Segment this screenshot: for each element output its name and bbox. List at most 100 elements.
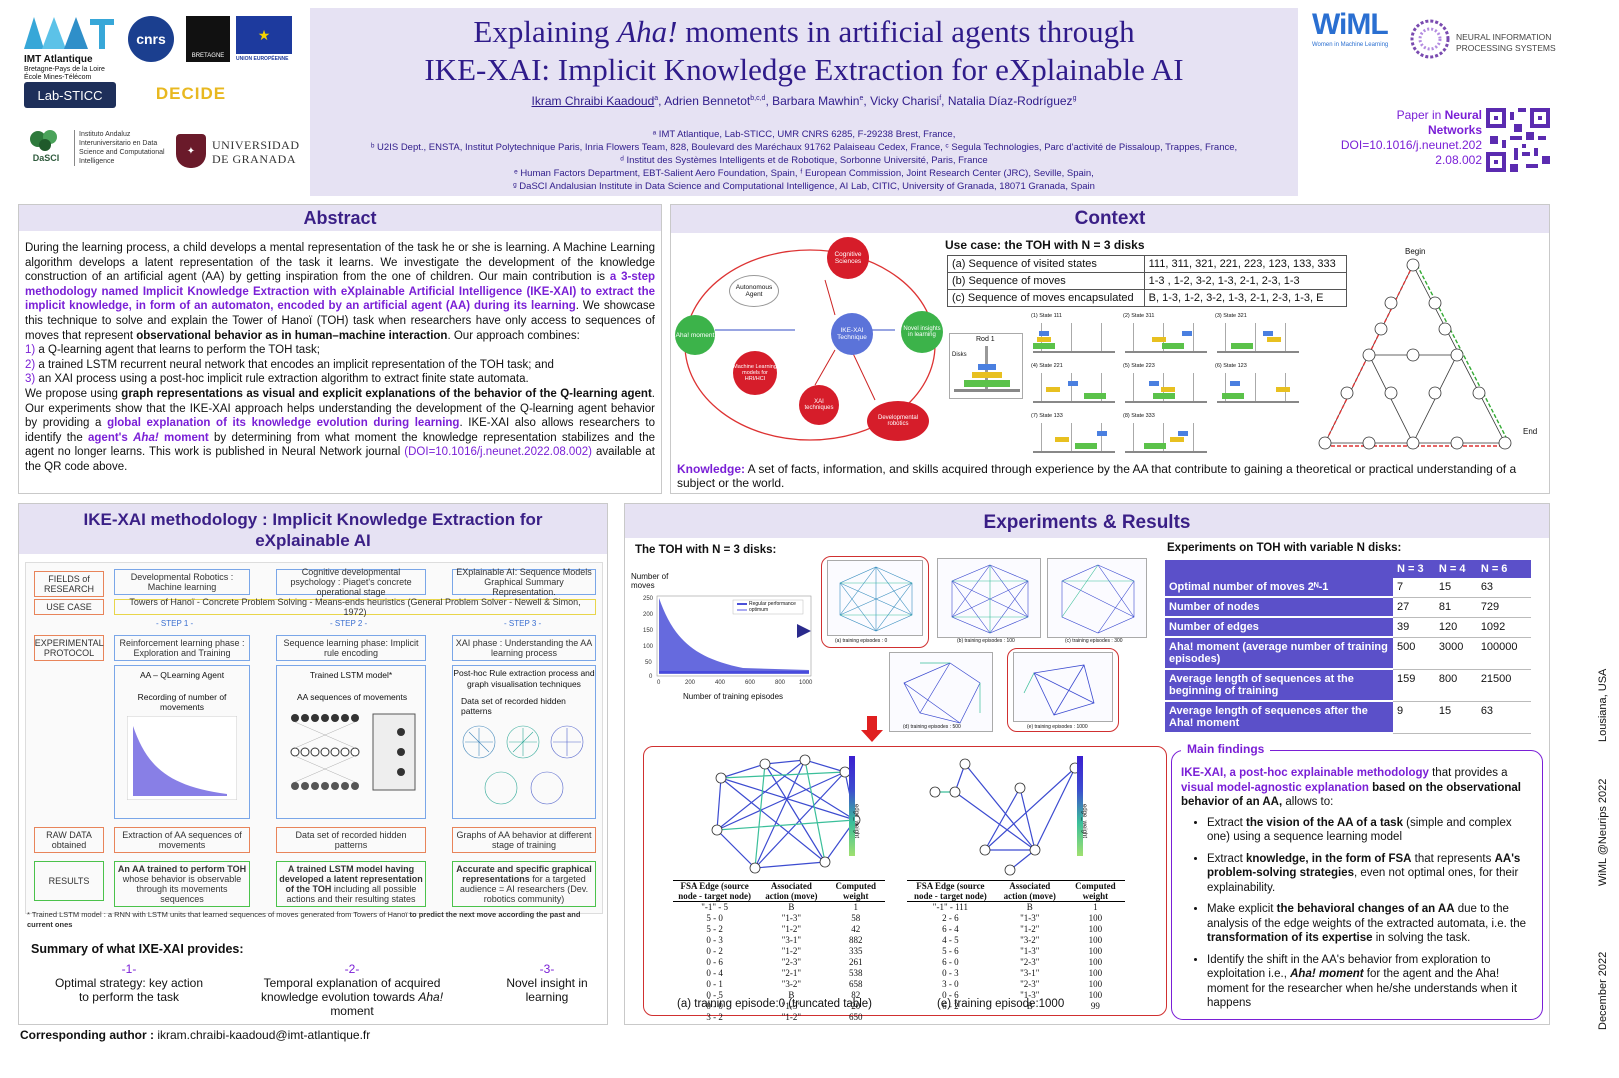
cnrs-label: cnrs [136,31,166,47]
raw-box: RAW DATA obtained [34,827,104,853]
table-cell: 9 [1393,701,1435,734]
col-header: FSA Edge (source node - target node) [673,880,757,902]
table-cell: 729 [1476,597,1531,618]
table-cell: 5 - 6 [942,946,959,956]
table-row: Average length of sequences after the Ah… [1165,701,1531,734]
abs-item-3-text: an XAI process using a post-hoc implicit… [35,373,529,386]
paper-ref-4[interactable]: 2.08.002 [1435,153,1482,167]
graph-node [1340,386,1354,400]
svg-text:0: 0 [657,680,661,686]
col-header: N = 6 [1476,560,1531,578]
mf-intro: IKE-XAI, a post-hoc explainable methodol… [1181,766,1533,810]
table-cell: 882 [849,935,863,945]
table-cell: B, 1-3, 1-2, 3-2, 1-3, 2-1, 2-3, 1-3, E [1143,289,1348,307]
field-2: Cognitive developmental psychology : Pia… [276,567,426,597]
toh-base [1033,451,1115,453]
footer-email[interactable]: ikram.chraibi-kaadoud@imt-atlantique.fr [157,1028,371,1042]
table-row: 0 - 3"3-1"882 [673,935,885,946]
toh-base [1033,401,1115,403]
table-row: 5 - 2"1-2"42 [673,924,885,935]
toh-disk [1037,337,1051,342]
author-2: Adrien Bennetot [664,94,751,108]
summary-1-text: Optimal strategy: key action to perform … [54,976,204,1004]
toh-disk [1046,387,1060,392]
thumb-b [937,558,1041,638]
qr-code-icon[interactable] [1486,108,1550,172]
phase-1: Reinforcement learning phase : Explorati… [114,635,250,661]
title-line1-post: moments in artificial agents through [677,14,1135,49]
mf-b3-b: the behavioral changes of an AA [1276,903,1455,915]
table-cell: 5 - 2 [706,924,723,934]
table-cell: 3000 [1434,637,1477,670]
table-row: 0 - 6"1-3"100 [907,990,1125,1001]
mf-bullets: Extract the vision of the AA of a task (… [1207,816,1533,1011]
toh-rod [1041,373,1042,401]
toh-disk [1222,393,1244,399]
row-label: Number of nodes [1165,597,1393,618]
abs-doi-link[interactable]: (DOI=10.1016/j.neunet.2022.08.002) [404,446,592,459]
raw-3: Graphs of AA behavior at different stage… [452,827,596,853]
graph-node [1428,296,1442,310]
node-xai: XAI techniques [799,385,839,425]
abs-p2-f2: moment [158,431,209,444]
fsa-graph-left [711,754,861,874]
toh-rod [1225,323,1226,351]
methodology-diagram: FIELDS of RESEARCH USE CASE EXPERIMENTAL… [25,562,603,914]
arrow-down-head [861,730,883,742]
disk-mid [972,372,1002,378]
abs-item-2: 2) a trained LSTM recurrent neural netwo… [25,358,655,373]
table-cell: "2-1" [781,968,802,978]
row-label: Aha! moment (average number of training … [1165,637,1393,670]
summary-1-num: -1- [121,962,137,976]
col-3-graphs [462,725,584,805]
node-cog: Cognitive Sciences [827,237,869,279]
paper-ref-3[interactable]: DOI=10.1016/j.neunet.202 [1340,138,1482,152]
summary-2: -2- Temporal explanation of acquired kno… [239,962,465,1018]
summary-2-text: Temporal explanation of acquired knowled… [239,976,465,1018]
affil-1: ᵃ IMT Atlantique, Lab-STICC, UMR CNRS 62… [652,129,956,140]
graph-node [1406,436,1420,450]
node-cog-label: Cognitive Sciences [834,251,862,265]
col-1: AA – QLearning Agent Recording of number… [114,665,250,819]
abs-p2-d: global explanation of its knowledge evol… [107,417,460,430]
methodology-footnote: * Trained LSTM model : a RNN with LSTM u… [27,910,605,930]
imt-sub2: École Mines-Télécom [24,74,92,81]
toh-base [1217,351,1299,353]
table-cell: "3-1" [781,935,802,945]
mf-b3-d: transformation of its expertise [1207,932,1373,944]
mf-b4-em: Aha! moment [1290,968,1364,980]
table-cell: 1 [853,902,859,912]
toh-rod [1255,373,1256,401]
neurips-label1: NEURAL INFORMATION [1456,32,1552,42]
table-row: 0 - 4"2-1"538 [673,968,885,979]
table-cell: "-1" - 111 [932,902,968,912]
res-3: Accurate and specific graphical represen… [452,861,596,907]
abs-p2-e: . IKE-XAI also allows researchers to ide… [25,417,655,444]
thumb-c [1047,558,1147,638]
table-cell: 0 - 2 [706,946,723,956]
table-row: 3 - 0"2-3"100 [907,979,1125,990]
node-ml-label: Machine Learning models for HRI/HCI [733,364,777,382]
field-3: EXplainable AI: Sequence Models Graphica… [452,567,596,597]
summary-3-text: Novel insight in learning [506,976,588,1004]
toh-state: (3) State 321 [1215,313,1303,359]
graph-node [1472,386,1486,400]
table-cell: B [1026,902,1033,912]
abs-p2-a: We propose using [25,387,122,400]
table-cell: 39 [1393,617,1435,638]
toh-rod [1193,423,1194,451]
table-cell: "1-3" [1020,913,1040,923]
table-cell: 0 - 0 [706,1001,723,1011]
col-3: Post-hoc Rule extraction process and gra… [452,665,596,819]
col-2: Trained LSTM model* AA sequences of move… [276,665,426,819]
node-ike-label: IKE-XAI Technique [837,327,867,341]
imt-label: IMT Atlantique [24,54,93,65]
summary-2-num: -2- [344,962,360,976]
main-findings-title: Main findings [1181,742,1271,756]
toh-state-label: (7) State 133 [1031,413,1063,419]
phase-3: XAI phase : Understanding the AA learnin… [452,635,596,661]
